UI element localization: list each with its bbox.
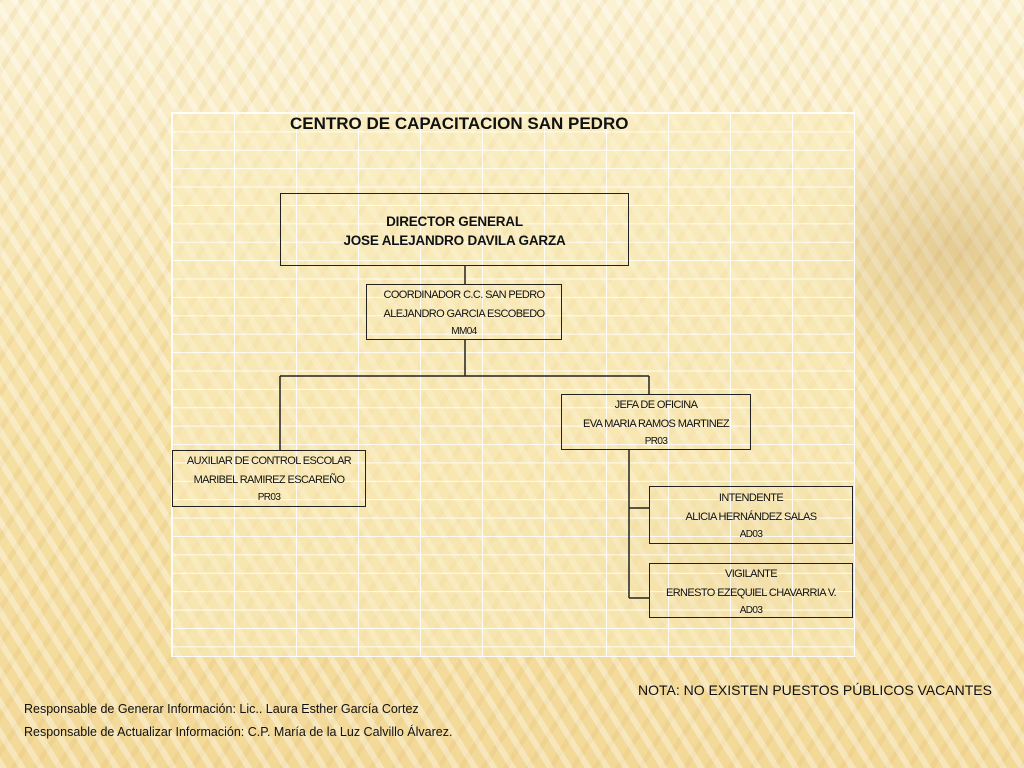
coordinator-box: COORDINADOR C.C. SAN PEDRO ALEJANDRO GAR… [366, 284, 562, 340]
school-assistant-code: PR03 [257, 492, 281, 503]
janitor-box: INTENDENTE ALICIA HERNÁNDEZ SALAS AD03 [649, 486, 853, 544]
guard-role: VIGILANTE [724, 568, 778, 580]
school-assistant-role: AUXILIAR DE CONTROL ESCOLAR [186, 455, 352, 467]
janitor-name: ALICIA HERNÁNDEZ SALAS [685, 510, 817, 523]
responsible-generate-text: Responsable de Generar Información: Lic.… [24, 702, 419, 716]
office-head-box: JEFA DE OFICINA EVA MARIA RAMOS MARTINEZ… [561, 394, 751, 450]
coordinator-name: ALEJANDRO GARCIA ESCOBEDO [383, 307, 545, 320]
guard-name: ERNESTO EZEQUIEL CHAVARRIA V. [665, 586, 837, 599]
coordinator-role: COORDINADOR C.C. SAN PEDRO [383, 289, 545, 301]
office-head-role: JEFA DE OFICINA [614, 399, 698, 411]
director-box: DIRECTOR GENERAL JOSE ALEJANDRO DAVILA G… [280, 193, 629, 266]
janitor-role: INTENDENTE [718, 492, 784, 504]
office-head-name: EVA MARIA RAMOS MARTINEZ [583, 417, 730, 430]
director-role: DIRECTOR GENERAL [386, 214, 523, 229]
guard-code: AD03 [739, 605, 763, 616]
director-name: JOSE ALEJANDRO DAVILA GARZA [343, 233, 566, 248]
janitor-code: AD03 [739, 529, 763, 540]
org-chart-title: CENTRO DE CAPACITACION SAN PEDRO [290, 114, 629, 133]
spreadsheet-grid [171, 112, 855, 657]
school-assistant-name: MARIBEL RAMIREZ ESCAREÑO [193, 473, 345, 486]
responsible-update-text: Responsable de Actualizar Información: C… [24, 725, 453, 739]
guard-box: VIGILANTE ERNESTO EZEQUIEL CHAVARRIA V. … [649, 563, 853, 618]
office-head-code: PR03 [644, 436, 668, 447]
school-assistant-box: AUXILIAR DE CONTROL ESCOLAR MARIBEL RAMI… [172, 450, 366, 507]
coordinator-code: MM04 [451, 326, 477, 337]
vacancy-note: NOTA: NO EXISTEN PUESTOS PÚBLICOS VACANT… [638, 682, 992, 698]
